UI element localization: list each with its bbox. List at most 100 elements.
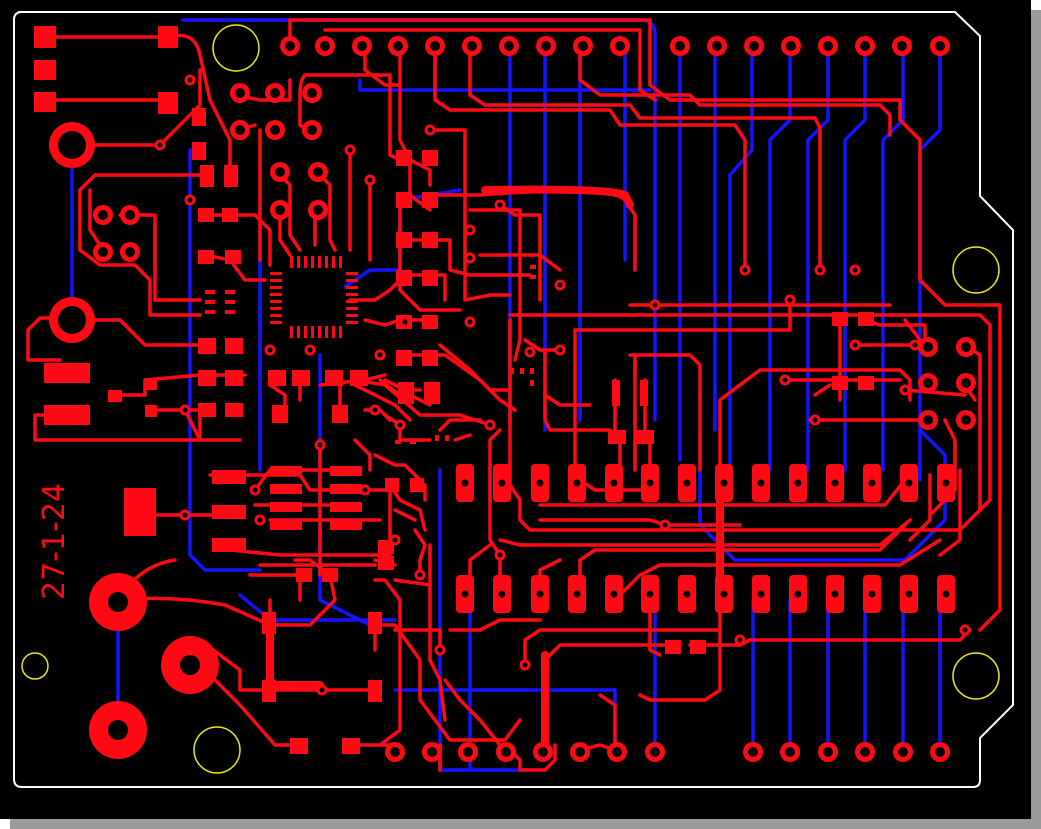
via-26: [849, 339, 861, 351]
cap-pad-8a: [325, 370, 343, 386]
header-top-pin-9: [573, 36, 593, 56]
via-20: [344, 144, 356, 156]
via-34: [519, 659, 531, 671]
cap-pad-3a: [198, 250, 214, 264]
ic3-pin-4: [225, 310, 235, 314]
board-outline: [13, 11, 1014, 788]
header-top-pin-8: [536, 36, 556, 56]
cap-pad-5b: [225, 370, 243, 386]
resistor-pad-a: [192, 108, 206, 126]
via-21: [739, 264, 751, 276]
crystal-pad-1: [158, 26, 178, 48]
cap-pad-10a: [378, 540, 394, 554]
header-top-pin-2: [315, 36, 335, 56]
small-pad-2: [145, 378, 157, 390]
mounting-hole-right-upper: [952, 246, 1000, 294]
qfp-ic-main: [270, 256, 358, 338]
cap-pad-3b: [225, 250, 241, 264]
via-1: [154, 139, 166, 151]
res-pad-r8a: [832, 312, 848, 326]
via-36: [434, 644, 446, 656]
header-bottom-pin-28: [780, 742, 800, 762]
header-top-pin-6: [462, 36, 482, 56]
header-top-pin-4: [388, 36, 408, 56]
header-bottom-pin-19: [385, 742, 405, 762]
via-31: [659, 519, 671, 531]
header-bottom-pin-23: [533, 742, 553, 762]
dip-pad-bottom-2: [493, 575, 511, 613]
ic2-pin-2: [270, 484, 302, 494]
via-16: [554, 344, 566, 356]
dip-pad-top-11: [826, 464, 844, 502]
ic2-pin-3: [270, 502, 302, 512]
cap-pad-8b: [350, 370, 368, 386]
header-top-pin-16: [855, 36, 875, 56]
via-8: [399, 316, 411, 328]
ic2-pin-8: [330, 466, 362, 476]
cap-pad-12b: [636, 430, 654, 444]
connector-pad-1: [34, 26, 56, 48]
dip-pad-bottom-3: [531, 575, 549, 613]
diode-pad-2b: [368, 680, 382, 702]
dip-pad-bottom-11: [826, 575, 844, 613]
cap-pad-4b: [225, 338, 243, 354]
cap-pad-4a: [198, 338, 216, 354]
regulator-tab: [124, 488, 156, 536]
via-25: [784, 294, 796, 306]
via-12: [464, 224, 476, 236]
vias: [154, 74, 971, 696]
header-top-pin-14: [781, 36, 801, 56]
cap-pad-11b: [410, 478, 424, 492]
header-bottom-pin-22: [496, 742, 516, 762]
via-35: [494, 549, 506, 561]
header-bottom-pin-24: [570, 742, 590, 762]
header-bottom-pin-31: [893, 742, 913, 762]
cap-pad-1b: [224, 165, 238, 187]
res-pad-r9a: [832, 376, 848, 390]
via-37: [414, 569, 426, 581]
via-23: [849, 264, 861, 276]
res-pad-r9b: [858, 376, 874, 390]
qfp-pins-bottom: [290, 326, 342, 338]
via-43: [254, 514, 266, 526]
dip-pad-bottom-9: [752, 575, 770, 613]
th-pad-pin-36: [230, 120, 250, 140]
via-41: [304, 344, 316, 356]
via-5: [249, 484, 261, 496]
via-9: [374, 349, 386, 361]
header-top-pin-13: [744, 36, 764, 56]
header-bottom-pin-21: [458, 742, 478, 762]
ic2-pin-5: [330, 520, 362, 530]
dip-pad-top-14: [937, 464, 955, 502]
th-pad-pin-51: [918, 410, 938, 430]
qfp-pins-left: [270, 272, 282, 324]
diode-pad-2a: [262, 680, 276, 702]
mounting-hole-bottom-left: [193, 726, 241, 774]
header-top-pin-18: [930, 36, 950, 56]
res-pad-r4b: [422, 270, 438, 286]
res-pad-r2b: [422, 192, 438, 208]
header-top-pin-7: [499, 36, 519, 56]
via-4: [179, 509, 191, 521]
ic2-pin-4: [270, 520, 302, 530]
ic3-pin-5: [225, 300, 235, 304]
th-pad-pin-49: [918, 373, 938, 393]
via-38: [359, 484, 371, 496]
via-28: [779, 374, 791, 386]
th-pad-pin-33: [230, 83, 250, 103]
via-3: [179, 404, 191, 416]
cap-pad-7b: [292, 370, 310, 386]
dip-pad-top-1: [456, 464, 474, 502]
via-17: [484, 419, 496, 431]
via-32: [734, 634, 746, 646]
dip-pad-bottom-13: [900, 575, 918, 613]
small-pad-1: [108, 390, 122, 402]
res-pad-r7a: [398, 382, 414, 404]
res-pad-r6a: [396, 350, 412, 366]
th-pad-pin-44: [120, 205, 140, 225]
dip-pad-top-6: [641, 464, 659, 502]
header-bottom-pin-27: [743, 742, 763, 762]
dip-pad-top-8: [715, 464, 733, 502]
connector-pad-3: [34, 92, 56, 112]
